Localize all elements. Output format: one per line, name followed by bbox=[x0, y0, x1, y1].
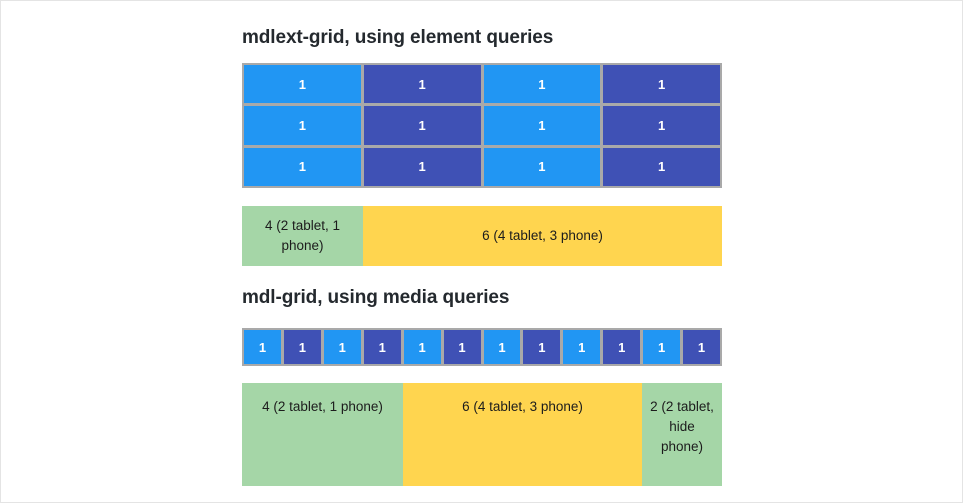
grid-cell: 1 bbox=[483, 65, 601, 104]
grid-cell: 1 bbox=[523, 330, 561, 364]
element-query-grid: 1 1 1 1 1 1 1 1 1 1 1 1 bbox=[242, 63, 722, 188]
grid-cell: 1 bbox=[323, 330, 361, 364]
grid-cell-label: 1 bbox=[658, 339, 666, 355]
grid-cell: 1 bbox=[603, 330, 641, 364]
grid-cell: 1 bbox=[483, 106, 601, 145]
grid-cell: 1 bbox=[244, 106, 361, 145]
grid-cell-label: 1 bbox=[298, 159, 306, 175]
grid-cell: 1 bbox=[403, 330, 441, 364]
grid-cell: 1 bbox=[363, 65, 481, 104]
section-heading-mdlext-grid: mdlext-grid, using element queries bbox=[242, 27, 554, 48]
grid-cell: 1 bbox=[244, 330, 281, 364]
grid-cell-label: 1 bbox=[298, 117, 306, 133]
grid-cell-label: 1 bbox=[538, 339, 546, 355]
grid-cell-label: 1 bbox=[298, 339, 306, 355]
grid-cell-label: 1 bbox=[338, 339, 346, 355]
element-query-legend-bar: 4 (2 tablet, 1 phone) 6 (4 tablet, 3 pho… bbox=[242, 206, 722, 266]
grid-cell: 1 bbox=[443, 330, 481, 364]
grid-cell-label: 1 bbox=[378, 339, 386, 355]
grid-cell-label: 1 bbox=[538, 76, 546, 92]
legend-segment-green: 4 (2 tablet, 1 phone) bbox=[242, 206, 363, 266]
grid-cell-label: 1 bbox=[658, 76, 666, 92]
legend-segment-yellow: 6 (4 tablet, 3 phone) bbox=[363, 206, 722, 266]
grid-cell-label: 1 bbox=[498, 339, 506, 355]
grid-cell-label: 1 bbox=[258, 339, 267, 355]
grid-cell: 1 bbox=[363, 147, 481, 186]
grid-cell: 1 bbox=[244, 65, 361, 104]
grid-cell-label: 1 bbox=[618, 339, 626, 355]
grid-cell-label: 1 bbox=[418, 76, 426, 92]
grid-cell: 1 bbox=[683, 330, 720, 364]
grid-cell-label: 1 bbox=[658, 159, 666, 175]
grid-cell-label: 1 bbox=[538, 117, 546, 133]
grid-cell-label: 1 bbox=[538, 159, 546, 175]
grid-cell: 1 bbox=[483, 147, 601, 186]
grid-cell-label: 1 bbox=[458, 339, 466, 355]
grid-cell-label: 1 bbox=[697, 339, 706, 355]
grid-cell-label: 1 bbox=[418, 117, 426, 133]
grid-cell: 1 bbox=[603, 147, 720, 186]
media-query-legend-bar: 4 (2 tablet, 1 phone) 6 (4 tablet, 3 pho… bbox=[242, 383, 722, 486]
grid-cell-label: 1 bbox=[658, 117, 666, 133]
section-heading-mdl-grid: mdl-grid, using media queries bbox=[242, 287, 510, 308]
grid-cell: 1 bbox=[643, 330, 681, 364]
grid-cell: 1 bbox=[563, 330, 601, 364]
media-query-grid: 1 1 1 1 1 1 1 1 1 1 1 1 bbox=[242, 328, 722, 366]
grid-cell: 1 bbox=[363, 106, 481, 145]
legend-segment-yellow: 6 (4 tablet, 3 phone) bbox=[403, 383, 642, 486]
grid-cell-label: 1 bbox=[418, 159, 426, 175]
grid-cell: 1 bbox=[603, 65, 720, 104]
grid-cell: 1 bbox=[283, 330, 321, 364]
grid-cell: 1 bbox=[363, 330, 401, 364]
grid-cell-label: 1 bbox=[418, 339, 426, 355]
legend-segment-green-small: 2 (2 tablet, hide phone) bbox=[642, 383, 722, 486]
grid-cell: 1 bbox=[603, 106, 720, 145]
grid-cell: 1 bbox=[244, 147, 361, 186]
grid-cell-label: 1 bbox=[578, 339, 586, 355]
grid-cell-label: 1 bbox=[298, 76, 306, 92]
grid-cell: 1 bbox=[483, 330, 521, 364]
legend-segment-green: 4 (2 tablet, 1 phone) bbox=[242, 383, 403, 486]
